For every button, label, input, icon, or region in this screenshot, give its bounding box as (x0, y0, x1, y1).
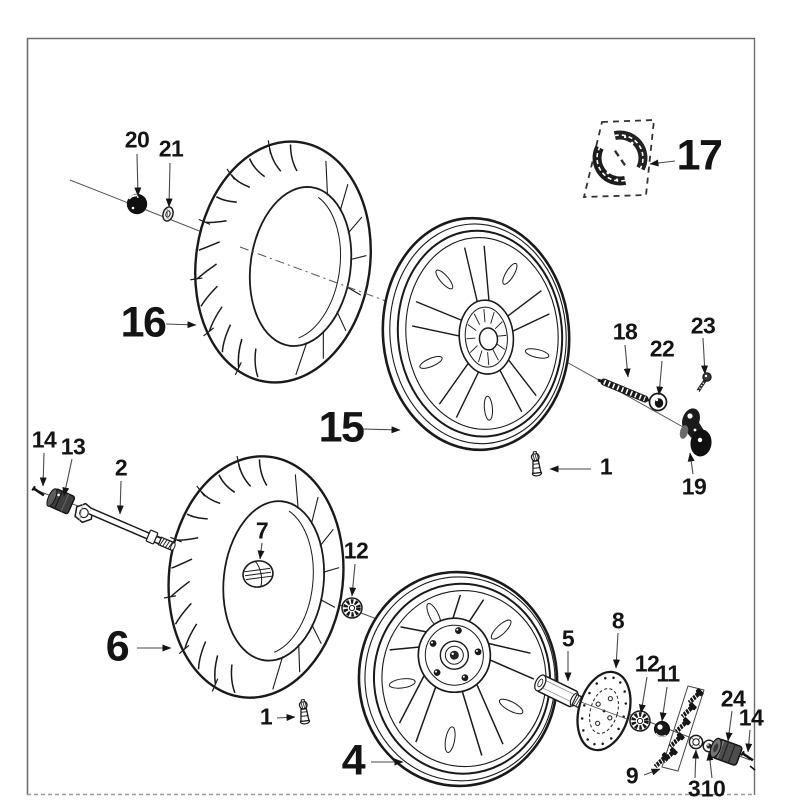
callout-arrows (39, 153, 753, 779)
valve-stem-1-upper (530, 451, 543, 477)
callout-15: 15 (318, 403, 365, 452)
callout-arrow-12-left (349, 563, 357, 597)
hub-spacer-7 (242, 560, 274, 588)
callout-arrow-20 (134, 153, 142, 197)
cap-nut-20 (126, 193, 148, 215)
callout-arrow-3 (692, 749, 700, 779)
callout-arrow-8 (612, 632, 620, 669)
callout-12-left: 12 (343, 537, 369, 564)
callout-arrow-24 (725, 710, 733, 742)
callout-2: 2 (114, 454, 128, 481)
callout-12-right: 12 (634, 650, 660, 677)
callout-13: 13 (60, 433, 86, 460)
callout-20: 20 (124, 126, 150, 153)
callout-8: 8 (611, 607, 625, 634)
callout-7: 7 (255, 517, 269, 544)
callout-17: 17 (676, 131, 723, 180)
callout-18: 18 (612, 318, 638, 345)
callout-6: 6 (105, 622, 130, 671)
callout-arrow-12-right (638, 676, 648, 714)
wheel-rim-4 (357, 570, 559, 788)
spline-nut-12-left (341, 597, 363, 619)
callout-9: 9 (625, 762, 639, 789)
callout-arrow-7 (257, 542, 265, 560)
callout-10: 10 (700, 775, 726, 800)
callout-arrow-16 (165, 321, 197, 329)
figure-frame (26, 37, 756, 796)
pin-14-right (740, 750, 756, 771)
wheel-rim-15 (381, 216, 571, 452)
callout-arrow-19 (687, 452, 695, 475)
brake-shoes-17 (582, 119, 656, 198)
brake-disc-8 (576, 670, 632, 752)
hub-nut-24 (709, 737, 743, 766)
spline-nut-12-right (629, 710, 651, 732)
callout-arrow-11 (659, 686, 668, 722)
bolt-23 (696, 372, 712, 392)
callout-1-lower: 1 (259, 703, 273, 730)
callout-arrow-18 (623, 344, 631, 378)
callout-5: 5 (561, 625, 575, 652)
callout-arrow-22 (656, 360, 664, 396)
callout-16: 16 (120, 298, 167, 347)
pin-14-left (31, 485, 45, 497)
callout-arrow-9 (643, 768, 661, 776)
callout-1-upper: 1 (599, 453, 613, 480)
callout-3: 3 (687, 775, 701, 800)
callout-arrow-10 (706, 751, 714, 779)
washer-21 (162, 206, 174, 222)
callout-arrow-13 (62, 458, 73, 497)
spring-18 (597, 378, 657, 404)
axle-nut-13 (46, 488, 94, 524)
disc-screws-9 (653, 685, 705, 772)
callout-14-left: 14 (31, 426, 57, 453)
callout-11: 11 (656, 660, 680, 687)
callout-24: 24 (720, 685, 746, 712)
callout-arrow-14-right (745, 729, 753, 753)
callout-4: 4 (341, 736, 366, 785)
washer-11 (654, 721, 670, 737)
callout-arrow-17 (649, 159, 676, 167)
callout-21: 21 (158, 135, 184, 162)
callout-14-right: 14 (738, 704, 764, 731)
axle-shaft-2 (88, 507, 176, 552)
valve-stem-1-lower (298, 699, 311, 725)
callout-arrow-2 (116, 480, 124, 515)
callout-arrow-1-lower (276, 713, 296, 721)
callout-arrow-21 (165, 162, 173, 208)
brake-arm-19 (679, 408, 712, 457)
callout-arrow-14-left (39, 452, 47, 487)
callout-22: 22 (649, 335, 675, 362)
washer-3 (688, 734, 704, 750)
callout-arrow-15 (362, 426, 401, 434)
tire-16 (190, 140, 372, 384)
callout-19: 19 (681, 473, 707, 500)
cam-washer-22 (648, 392, 668, 412)
callout-23: 23 (690, 312, 716, 339)
callout-arrow-23 (701, 337, 709, 375)
